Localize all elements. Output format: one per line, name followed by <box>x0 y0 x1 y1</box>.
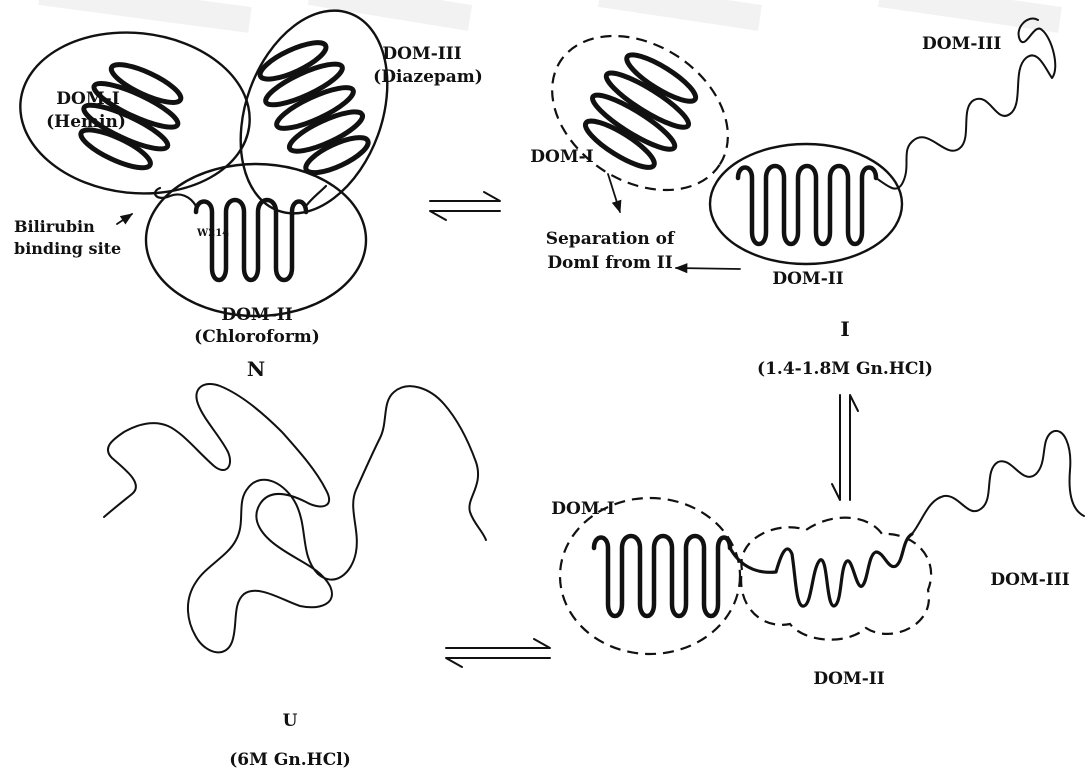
equilibrium-i-i2 <box>832 395 858 500</box>
state-u-condition: (6M Gn.HCl) <box>229 750 351 770</box>
i-dom2-ellipse <box>710 144 902 264</box>
state-u-unfolded: U (6M Gn.HCl) <box>104 384 486 770</box>
n-dom1-ligand: (Hemin) <box>46 112 126 132</box>
i-dom2-helices <box>738 166 876 244</box>
n-dom3-ellipse <box>214 0 414 234</box>
background-bands <box>40 0 1060 20</box>
i2-dom1-helices <box>594 536 730 616</box>
bilirubin-label-line1: Bilirubin <box>14 217 95 236</box>
state-i2-unfolding: DOM-I DOM-II DOM-III <box>551 431 1084 689</box>
i2-dom1-label: DOM-I <box>551 499 614 519</box>
state-i-intermediate: DOM-III DOM-I Separation of DomI from II… <box>523 4 1055 379</box>
residue-label: W214 <box>196 228 229 239</box>
state-i-label: I <box>840 317 849 341</box>
separation-label-line1: Separation of <box>546 229 676 249</box>
n-dom1-label: DOM-I <box>56 89 119 109</box>
n-dom3-helices <box>250 33 379 183</box>
n-linker-right <box>306 186 326 206</box>
n-dom2-ligand: (Chloroform) <box>194 327 320 347</box>
i2-dom2-chain <box>730 534 912 606</box>
n-dom3-label: DOM-III <box>382 44 461 64</box>
i-dom1-label: DOM-I <box>530 147 593 167</box>
i2-dom2-label: DOM-II <box>813 669 884 689</box>
state-i-condition: (1.4-1.8M Gn.HCl) <box>757 359 933 379</box>
u-random-coil <box>104 384 486 652</box>
state-u-label: U <box>283 711 298 731</box>
i2-dom3-chain <box>912 431 1084 534</box>
i2-dom3-label: DOM-III <box>990 570 1069 590</box>
i2-dom2-dashed <box>741 518 931 640</box>
separation-arrow-left <box>676 268 740 269</box>
bilirubin-label-line2: binding site <box>14 239 121 258</box>
separation-label-line2: DomI from II <box>547 253 672 273</box>
n-dom2-label: DOM-II <box>221 305 292 325</box>
bilirubin-arrow <box>117 214 132 224</box>
state-n-native: DOM-I (Hemin) DOM-III (Diazepam) Bilirub… <box>12 0 483 381</box>
i-dom3-label: DOM-III <box>922 34 1001 54</box>
state-n-label: N <box>247 357 265 381</box>
i2-dom1-dashed <box>560 498 740 654</box>
equilibrium-i2-u <box>446 639 550 667</box>
i-dom2-label: DOM-II <box>772 269 843 289</box>
n-dom3-ligand: (Diazepam) <box>373 67 483 87</box>
equilibrium-n-i <box>430 192 500 220</box>
